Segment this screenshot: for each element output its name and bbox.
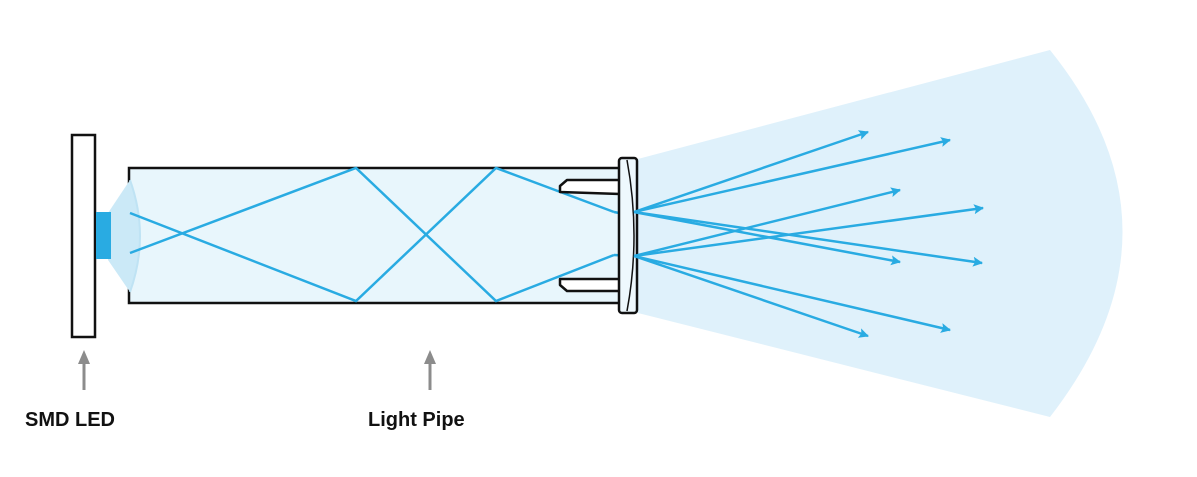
exit-ray [633, 254, 951, 333]
exit-rays [633, 130, 984, 338]
exit-ray [633, 210, 983, 267]
led-pointer-arrow [78, 350, 90, 390]
pipe-pointer-arrow [424, 350, 436, 390]
exit-ray [633, 187, 901, 258]
lower-mounting-clip [558, 277, 620, 293]
pcb-board [70, 133, 97, 339]
light-pipe-label: Light Pipe [368, 409, 465, 431]
smd-led-chip [96, 212, 111, 259]
exit-ray [633, 254, 869, 338]
smd-led-label: SMD LED [25, 409, 115, 431]
output-light-cone [634, 50, 1123, 417]
exit-ray [633, 130, 869, 214]
output-lens-curve [626, 159, 635, 312]
led-glow [108, 180, 140, 292]
light-pipe-body [127, 166, 623, 305]
entry-lens-curve [129, 179, 141, 293]
exit-ray [633, 137, 951, 214]
exit-ray [633, 204, 984, 258]
upper-mounting-clip [558, 178, 621, 196]
